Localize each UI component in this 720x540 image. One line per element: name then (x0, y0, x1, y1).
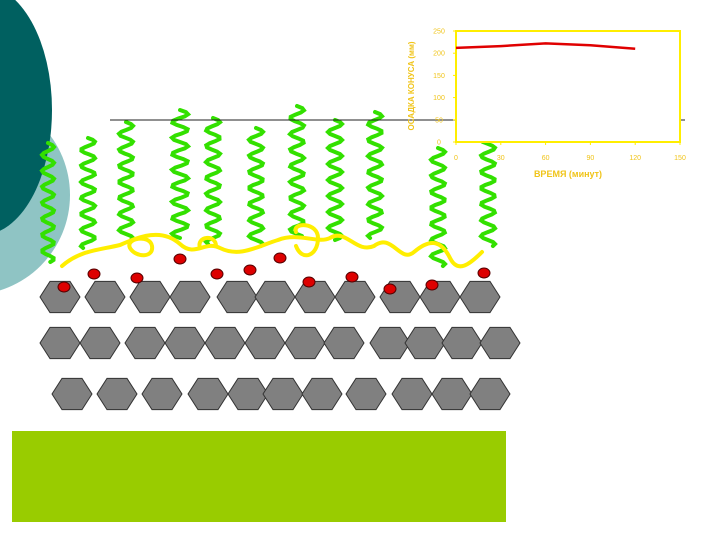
side-chain (168, 108, 192, 240)
particle-hexagon (301, 377, 343, 411)
anchor-dot (87, 268, 101, 280)
particle-hexagon (254, 280, 296, 314)
anchor-dot (425, 279, 439, 291)
particle-hexagon (51, 377, 93, 411)
anchor-dot (302, 276, 316, 288)
x-tick-label: 30 (497, 155, 505, 162)
anchor-dot (345, 271, 359, 283)
x-tick-label: 150 (674, 155, 686, 162)
slump-chart: 0 30 60 90 120 150 0 50 100 150 200 250 ВРЕМЯ (мину… (407, 29, 686, 180)
particle-hexagon (141, 377, 183, 411)
side-chain (478, 126, 498, 248)
side-chain (287, 104, 307, 238)
chart-ticks: 0 30 60 90 120 150 0 50 100 150 200 250 (433, 29, 686, 163)
particle-hexagon (284, 326, 326, 360)
particle-hexagon (84, 280, 126, 314)
x-tick-label: 60 (542, 155, 550, 162)
particle-hexagon (96, 377, 138, 411)
side-chain (203, 116, 223, 246)
particle-hexagon (369, 326, 411, 360)
backbone-loop (127, 223, 321, 258)
particle-hexagon (479, 326, 521, 360)
particle-hexagon (469, 377, 511, 411)
particle-hexagon (459, 280, 501, 314)
particle-hexagon (187, 377, 229, 411)
particle-hexagon (124, 326, 166, 360)
particle-hexagon (441, 326, 483, 360)
y-tick-label: 150 (433, 73, 445, 80)
particle-hexagon (164, 326, 206, 360)
anchor-groups (57, 252, 491, 295)
polymer-side-chains (39, 104, 498, 268)
particle-hexagon (79, 326, 121, 360)
particle-hexagon (431, 377, 473, 411)
chart-frame (455, 30, 681, 143)
side-chain (325, 118, 345, 242)
cement-particles (39, 280, 521, 411)
particle-hexagon (262, 377, 304, 411)
anchor-dot (130, 272, 144, 284)
y-tick-label: 50 (435, 117, 443, 124)
side-chain (39, 141, 57, 264)
particle-hexagon (216, 280, 258, 314)
particle-hexagon (227, 377, 269, 411)
side-chain (365, 110, 385, 240)
anchor-dot (173, 253, 187, 265)
y-tick-label: 0 (437, 140, 441, 147)
particle-hexagon (404, 326, 446, 360)
anchor-dot (477, 267, 491, 279)
particle-hexagon (39, 326, 81, 360)
decor-circle-dark (0, 0, 52, 231)
anchor-dot (273, 252, 287, 264)
anchor-dot (243, 264, 257, 276)
y-tick-label: 250 (433, 29, 445, 36)
particle-hexagon (39, 280, 81, 314)
y-tick-label: 100 (433, 95, 445, 102)
x-tick-label: 120 (629, 155, 641, 162)
chart-ylabel: ОСАДКА КОНУСА (мм) (407, 41, 416, 130)
anchor-dot (383, 283, 397, 295)
side-chain (246, 126, 266, 248)
chart-xlabel: ВРЕМЯ (минут) (534, 169, 602, 179)
particle-hexagon (334, 280, 376, 314)
chart-series-line (455, 42, 636, 51)
y-tick-label: 200 (433, 51, 445, 58)
particle-hexagon (129, 280, 171, 314)
side-chain (116, 120, 136, 242)
particle-hexagon (204, 326, 246, 360)
x-tick-label: 0 (454, 155, 458, 162)
anchor-dot (57, 281, 71, 293)
side-chain (78, 136, 98, 250)
particle-hexagon (294, 280, 336, 314)
green-banner (12, 431, 506, 522)
anchor-dot (210, 268, 224, 280)
particle-hexagon (345, 377, 387, 411)
particle-hexagon (169, 280, 211, 314)
particle-hexagon (244, 326, 286, 360)
x-tick-label: 90 (587, 155, 595, 162)
particle-hexagon (391, 377, 433, 411)
particle-hexagon (323, 326, 365, 360)
polymer-backbone (60, 232, 484, 269)
